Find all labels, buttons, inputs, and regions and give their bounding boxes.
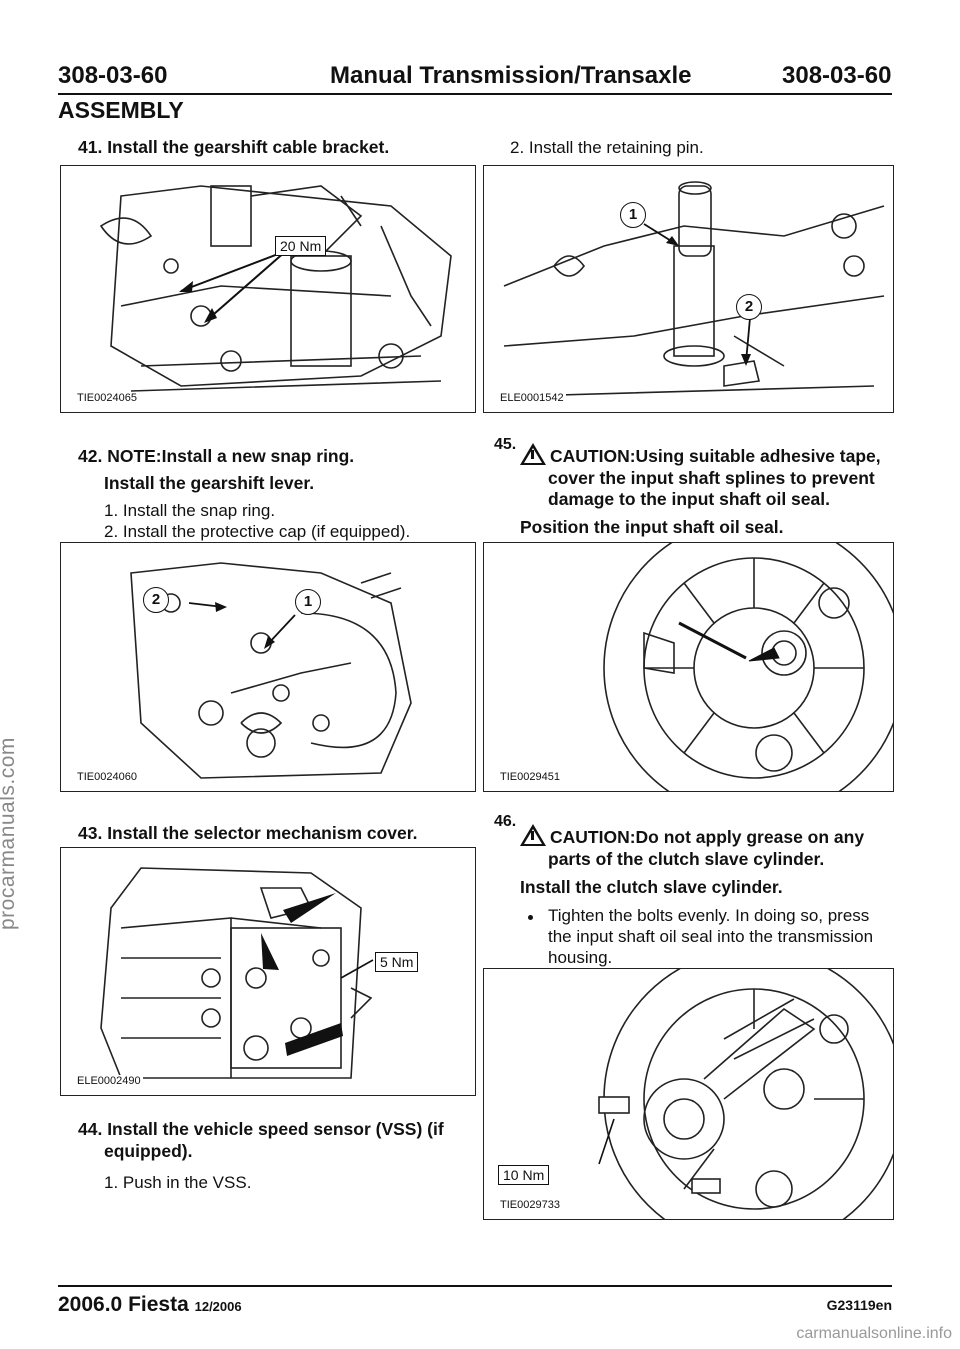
- footer-date: 12/2006: [194, 1299, 242, 1314]
- bullet-dot: [528, 915, 533, 920]
- bottom-watermark: carmanualsonline.info: [796, 1325, 952, 1342]
- figure-id: TIE0024065: [75, 392, 139, 404]
- step-44-title-line2: equipped).: [104, 1141, 193, 1161]
- figure-gearshift-cable-bracket: 20 Nm TIE0024065: [60, 165, 476, 413]
- figure-selector-mechanism-cover: 5 Nm ELE0002490: [60, 847, 476, 1096]
- side-watermark: procarmanuals.com: [0, 737, 19, 930]
- figure-id: TIE0024060: [75, 771, 139, 783]
- step-46-title: Install the clutch slave cylinder.: [520, 877, 783, 897]
- caution-text: CAUTION:Using suitable adhesive tape,: [550, 446, 881, 466]
- warning-icon: [520, 824, 546, 846]
- torque-label: 5 Nm: [375, 952, 419, 972]
- step-46-caution: CAUTION:Do not apply grease on any: [520, 824, 864, 848]
- section-title: ASSEMBLY: [58, 97, 184, 123]
- step-46-number: 46.: [494, 813, 517, 830]
- illustration: [130, 562, 412, 779]
- illustration: [503, 181, 885, 397]
- figure-id: TIE0029733: [498, 1199, 562, 1211]
- figure-retaining-pin: 1 2 ELE0001542: [483, 165, 894, 413]
- figure-id: TIE0029451: [498, 771, 562, 783]
- torque-label: 10 Nm: [498, 1165, 550, 1185]
- page-title: Manual Transmission/Transaxle: [330, 62, 692, 89]
- figure-gearshift-lever: 2 1 TIE0024060: [60, 542, 476, 792]
- step-46-bullet-line3: housing.: [548, 948, 613, 967]
- step-45-number: 45.: [494, 436, 517, 453]
- step-42-note: 42. NOTE:Install a new snap ring.: [78, 446, 355, 466]
- figure-clutch-slave-cylinder: 10 Nm TIE0029733: [483, 968, 894, 1220]
- step-45-title: Position the input shaft oil seal.: [520, 517, 784, 537]
- torque-label: 20 Nm: [275, 236, 327, 256]
- callout-2: 2: [143, 587, 169, 613]
- step-44-title-line1: 44. Install the vehicle speed sensor (VS…: [78, 1119, 444, 1139]
- illustration: [99, 185, 452, 392]
- step-41-item-2: 2. Install the retaining pin.: [510, 138, 704, 157]
- header-rule: [58, 93, 892, 95]
- step-45-caution-line3: damage to the input shaft oil seal.: [548, 489, 830, 509]
- footer-rule: [58, 1285, 892, 1287]
- illustration: [603, 543, 893, 791]
- step-45-caution-line2: cover the input shaft splines to prevent: [548, 468, 875, 488]
- illustration: [100, 867, 374, 1079]
- footer-model-name: 2006.0 Fiesta: [58, 1293, 189, 1316]
- step-42-item-1: 1. Install the snap ring.: [104, 501, 276, 520]
- callout-1: 1: [295, 589, 321, 615]
- warning-icon: [520, 443, 546, 465]
- step-43-title: 43. Install the selector mechanism cover…: [78, 823, 418, 843]
- caution-text: CAUTION:Do not apply grease on any: [550, 827, 865, 847]
- footer-code: G23119en: [826, 1297, 892, 1313]
- step-46-bullet-line1: Tighten the bolts evenly. In doing so, p…: [548, 906, 870, 925]
- illustration: [598, 969, 893, 1219]
- figure-id: ELE0001542: [498, 392, 566, 404]
- step-46-bullet-line2: the input shaft oil seal into the transm…: [548, 927, 874, 946]
- figure-id: ELE0002490: [75, 1075, 143, 1087]
- step-42-item-2: 2. Install the protective cap (if equipp…: [104, 522, 411, 541]
- page-code-left: 308-03-60: [58, 62, 168, 89]
- step-42-title: Install the gearshift lever.: [104, 473, 315, 493]
- footer-model: 2006.0 Fiesta 12/2006: [58, 1293, 242, 1317]
- step-41-title: 41. Install the gearshift cable bracket.: [78, 137, 390, 157]
- callout-2: 2: [736, 294, 762, 320]
- step-45-caution: CAUTION:Using suitable adhesive tape,: [520, 443, 881, 467]
- callout-1: 1: [620, 202, 646, 228]
- page-code-right: 308-03-60: [782, 62, 892, 89]
- step-46-caution-line2: parts of the clutch slave cylinder.: [548, 849, 825, 869]
- step-44-item-1: 1. Push in the VSS.: [104, 1173, 252, 1192]
- figure-input-shaft-oil-seal: TIE0029451: [483, 542, 894, 792]
